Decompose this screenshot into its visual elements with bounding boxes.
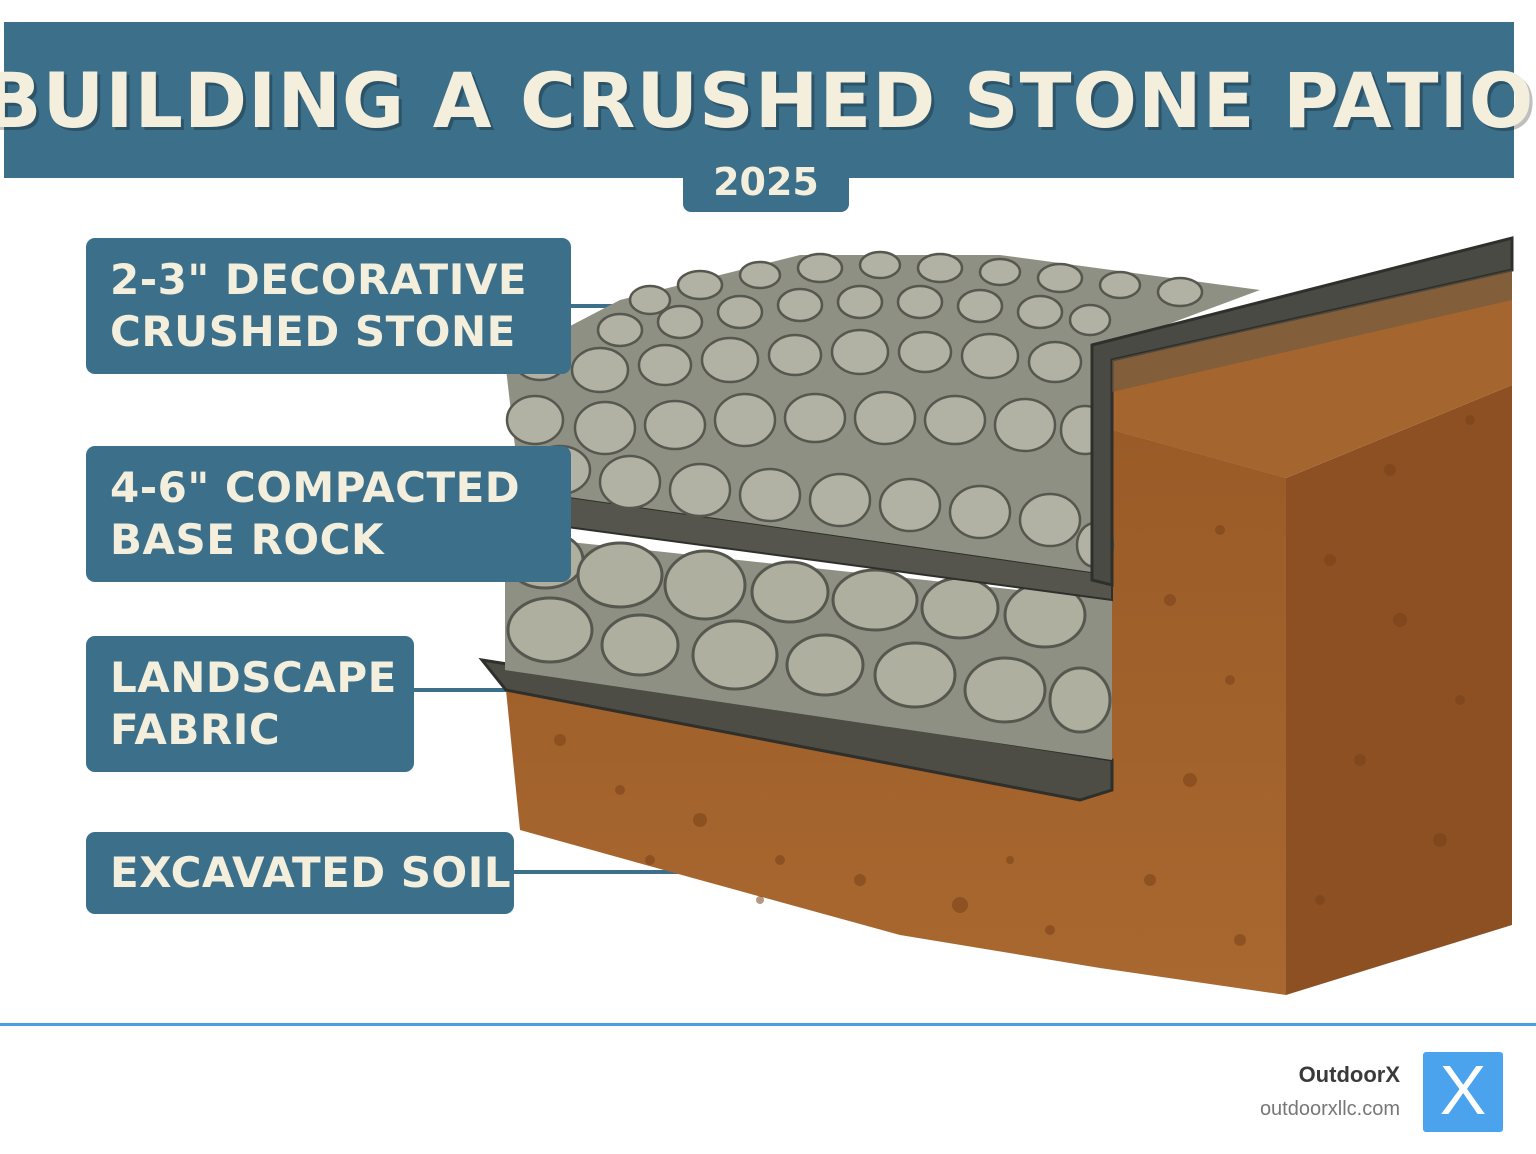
soil-layer — [506, 255, 1512, 995]
label-line: FABRIC — [110, 705, 281, 754]
page-title: BUILDING A CRUSHED STONE PATIO — [0, 55, 1535, 145]
label-line: 2-3" DECORATIVE — [110, 255, 528, 304]
brand-url: outdoorxllc.com — [1259, 1098, 1400, 1120]
label-line: BASE ROCK — [110, 515, 384, 564]
brand-name: OutdoorX — [1298, 1062, 1400, 1087]
label-line: CRUSHED STONE — [110, 307, 516, 356]
label-line: EXCAVATED SOIL — [110, 848, 512, 897]
footer-divider — [0, 1023, 1536, 1026]
label-landscape-fabric: LANDSCAPE FABRIC — [86, 636, 414, 772]
decorative-stone-layer — [505, 250, 1260, 575]
label-line: 4-6" COMPACTED — [110, 463, 521, 512]
logo-x-icon: X — [1439, 1051, 1487, 1129]
year-badge: 2025 — [683, 152, 849, 212]
label-base-rock: 4-6" COMPACTED BASE ROCK — [86, 446, 571, 582]
label-excavated-soil: EXCAVATED SOIL — [86, 832, 514, 914]
label-decorative-stone: 2-3" DECORATIVE CRUSHED STONE — [86, 238, 571, 374]
base-rock-layer — [505, 530, 1112, 760]
brand-logo: X — [1423, 1052, 1503, 1132]
year-label: 2025 — [713, 160, 819, 204]
label-line: LANDSCAPE — [110, 653, 397, 702]
